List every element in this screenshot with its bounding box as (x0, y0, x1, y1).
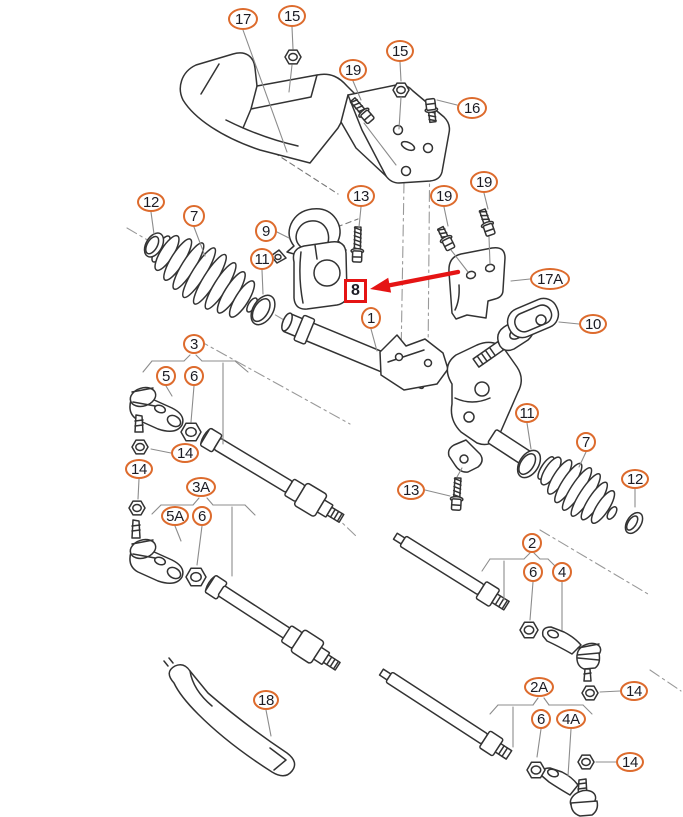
clamp-drawing (143, 232, 165, 258)
part-art-rubber-bushing (292, 240, 348, 310)
nut-drawing (128, 500, 146, 516)
part-art-tie-rod-end-4 (541, 626, 602, 682)
callout-19[interactable]: 19 (470, 171, 498, 193)
highlight-arrow (370, 269, 461, 293)
callout-19[interactable]: 19 (339, 59, 367, 81)
clamp-drawing (250, 294, 276, 326)
callout-10[interactable]: 10 (579, 314, 607, 334)
highlighted-part-number[interactable]: 8 (344, 279, 367, 303)
part-art-steering-gear (281, 312, 535, 473)
clamp-drawing (516, 449, 542, 479)
nut-drawing (581, 685, 599, 701)
callout-11[interactable]: 11 (250, 248, 274, 270)
screw-drawing (449, 477, 464, 511)
screw-drawing (424, 97, 439, 124)
callout-7[interactable]: 7 (183, 205, 205, 227)
clamp-drawing (624, 511, 644, 535)
nut-drawing (284, 49, 302, 65)
callout-6[interactable]: 6 (184, 366, 204, 386)
part-art-inner-tie-rod-3a (204, 575, 341, 671)
callout-17[interactable]: 17 (228, 8, 258, 30)
callout-14[interactable]: 14 (171, 443, 199, 463)
callout-12[interactable]: 12 (137, 192, 165, 212)
nut-drawing (131, 439, 149, 455)
nut-drawing (577, 754, 595, 770)
callout-17A[interactable]: 17A (530, 268, 570, 290)
part-drawings (129, 52, 602, 817)
callout-16[interactable]: 16 (457, 97, 487, 119)
nut-drawing (185, 567, 207, 587)
part-art-tie-rod-end-5 (129, 386, 184, 433)
callout-3A[interactable]: 3A (186, 477, 216, 497)
nut-drawing (526, 761, 546, 779)
callout-11[interactable]: 11 (515, 403, 539, 423)
callout-13[interactable]: 13 (347, 185, 375, 207)
callout-14[interactable]: 14 (616, 752, 644, 772)
callout-1[interactable]: 1 (361, 307, 381, 329)
callout-6[interactable]: 6 (192, 506, 212, 526)
callout-19[interactable]: 19 (430, 185, 458, 207)
part-art-inner-tie-rod-2a (378, 668, 513, 760)
part-art-tie-rod-end-4a (540, 767, 599, 817)
nut-drawing (519, 621, 539, 639)
callout-4A[interactable]: 4A (556, 709, 586, 729)
part-art-inner-tie-rod-2 (392, 532, 510, 611)
callout-5[interactable]: 5 (156, 366, 176, 386)
callout-9[interactable]: 9 (255, 220, 277, 242)
callout-2A[interactable]: 2A (524, 677, 554, 697)
screw-drawing (437, 225, 456, 252)
callout-6[interactable]: 6 (523, 562, 543, 582)
part-art-inner-tie-rod-3 (199, 427, 345, 523)
callout-15[interactable]: 15 (278, 5, 306, 27)
callout-13[interactable]: 13 (397, 480, 425, 500)
screw-drawing (478, 208, 496, 237)
callout-14[interactable]: 14 (620, 681, 648, 701)
axis-lines (126, 125, 682, 692)
callout-3[interactable]: 3 (183, 334, 205, 354)
callout-4[interactable]: 4 (552, 562, 572, 582)
boot-drawing (537, 456, 618, 525)
part-art-spacer-pad (506, 297, 560, 339)
hardware-drawings (128, 49, 644, 779)
highlight-label: 8 (351, 282, 360, 299)
screw-drawing (349, 97, 375, 125)
callout-18[interactable]: 18 (253, 690, 279, 710)
callout-2[interactable]: 2 (522, 533, 542, 553)
callout-7[interactable]: 7 (576, 432, 596, 452)
callout-5A[interactable]: 5A (161, 506, 189, 526)
screw-drawing (350, 226, 365, 263)
nut-drawing (392, 82, 410, 98)
part-art-heat-shield (179, 52, 357, 164)
callout-6[interactable]: 6 (531, 709, 551, 729)
callout-14[interactable]: 14 (125, 459, 153, 479)
nut-drawing (180, 422, 202, 442)
part-art-tie-rod-end-5a (129, 519, 184, 584)
callout-12[interactable]: 12 (621, 469, 649, 489)
callout-15[interactable]: 15 (386, 40, 414, 62)
part-art-cover-18 (163, 657, 296, 777)
leader-lines (137, 26, 636, 777)
boot-drawing (151, 234, 258, 318)
